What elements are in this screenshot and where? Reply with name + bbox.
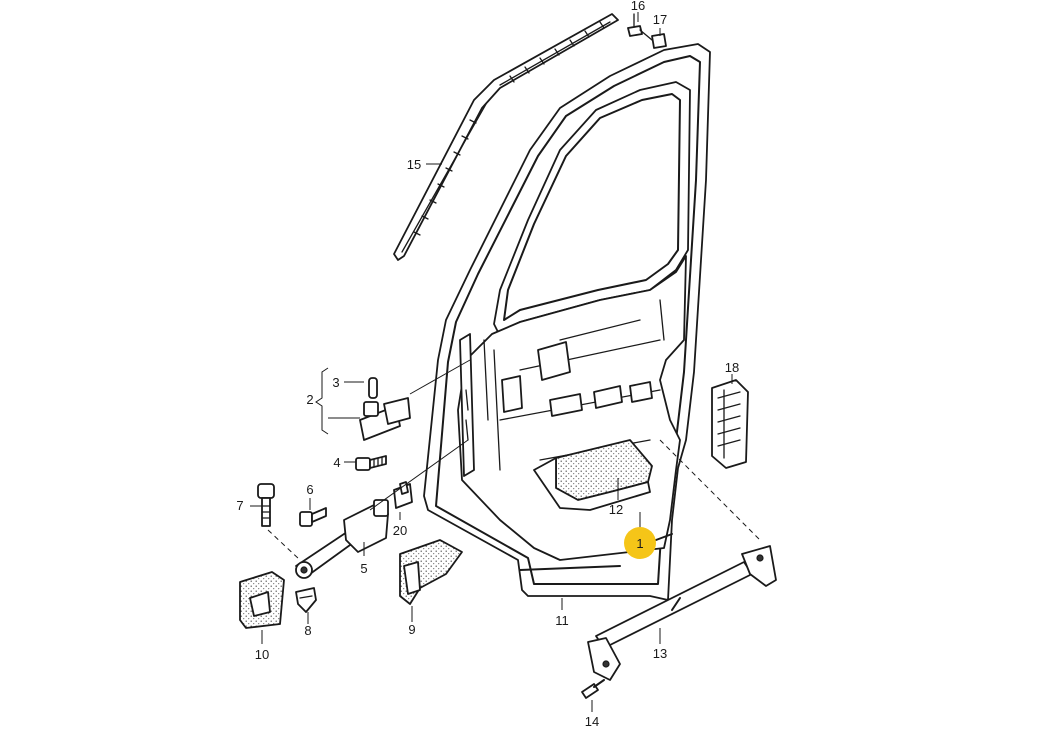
bolt-6	[299, 507, 327, 527]
highlight-marker	[624, 527, 656, 559]
bracket-9	[399, 539, 463, 605]
callout-15[interactable]: 15	[407, 157, 421, 172]
rivet-14	[581, 679, 605, 699]
bolt-4	[355, 455, 387, 471]
callout-18[interactable]: 18	[725, 360, 739, 375]
callout-9[interactable]: 9	[408, 622, 415, 637]
vent-grille	[711, 379, 749, 469]
window-channel-strip	[393, 13, 619, 261]
callout-7[interactable]: 7	[236, 498, 243, 513]
callout-labels: 1 2 3 4 5 6 7 8 9 10 11 12 13 14 15 16 1…	[236, 0, 739, 729]
callout-14[interactable]: 14	[585, 714, 599, 729]
callout-2[interactable]: 2	[306, 392, 313, 407]
callout-4[interactable]: 4	[333, 455, 340, 470]
callout-8[interactable]: 8	[304, 623, 311, 638]
callout-6[interactable]: 6	[306, 482, 313, 497]
callout-16[interactable]: 16	[631, 0, 645, 13]
grommet-17	[639, 29, 667, 49]
callout-13[interactable]: 13	[653, 646, 667, 661]
pin-7	[257, 483, 275, 527]
side-impact-bar	[587, 545, 777, 681]
callout-11[interactable]: 11	[555, 613, 569, 628]
door-check-strap	[295, 499, 389, 579]
cover-10	[239, 571, 285, 629]
screw-16	[627, 13, 643, 37]
callout-17[interactable]: 17	[653, 12, 667, 27]
leader-lines	[250, 12, 761, 712]
clip-20	[393, 481, 413, 509]
callout-10[interactable]: 10	[255, 647, 269, 662]
door-body	[423, 43, 711, 601]
callout-5[interactable]: 5	[360, 561, 367, 576]
sound-insulation-pad	[533, 439, 653, 511]
hinge-assembly	[359, 377, 411, 441]
callout-1[interactable]: 1	[636, 536, 643, 551]
callout-3[interactable]: 3	[332, 375, 339, 390]
callout-20[interactable]: 20	[393, 523, 407, 538]
callout-12[interactable]: 12	[609, 502, 623, 517]
nut-8	[295, 587, 317, 613]
